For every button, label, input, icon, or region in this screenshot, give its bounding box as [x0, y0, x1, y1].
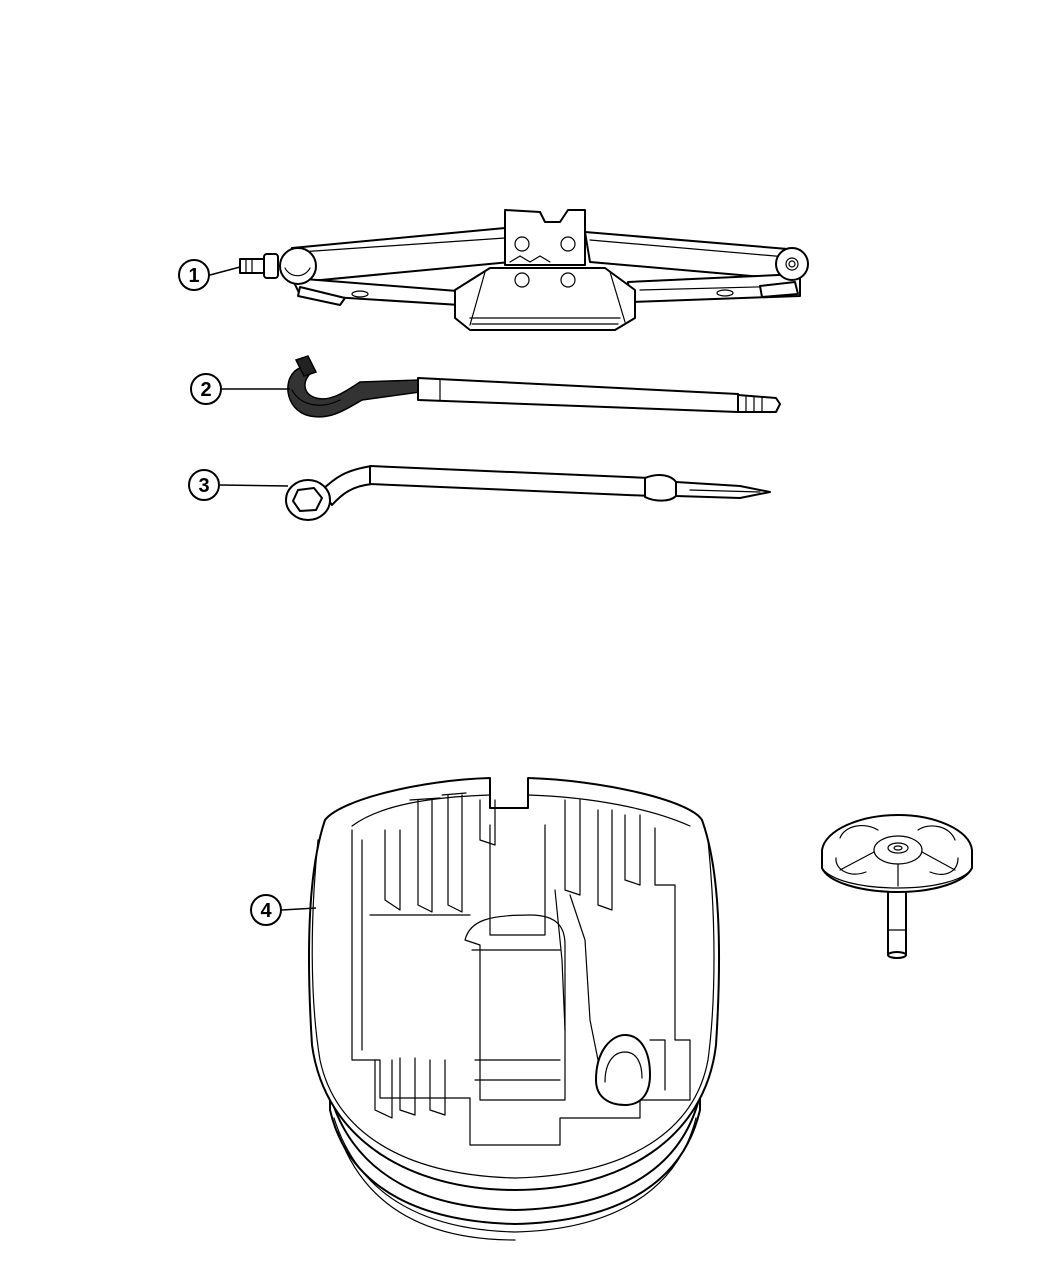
callout-label: 2: [200, 379, 211, 401]
callout-4: 4: [250, 894, 317, 926]
callout-label: 1: [188, 265, 199, 287]
callout-1: 1: [178, 259, 241, 291]
callout-3: 3: [188, 469, 289, 501]
spare-tire-hold-down-knob-icon: [821, 814, 973, 959]
scissor-jack-icon: [239, 209, 809, 331]
callout-label: 4: [260, 900, 272, 922]
foam-tool-tray-icon: [307, 777, 721, 1241]
jack-handle-hook-icon: [287, 355, 781, 418]
callout-2: 2: [190, 373, 290, 405]
callout-label: 3: [198, 475, 209, 497]
lug-wrench-icon: [285, 465, 771, 521]
